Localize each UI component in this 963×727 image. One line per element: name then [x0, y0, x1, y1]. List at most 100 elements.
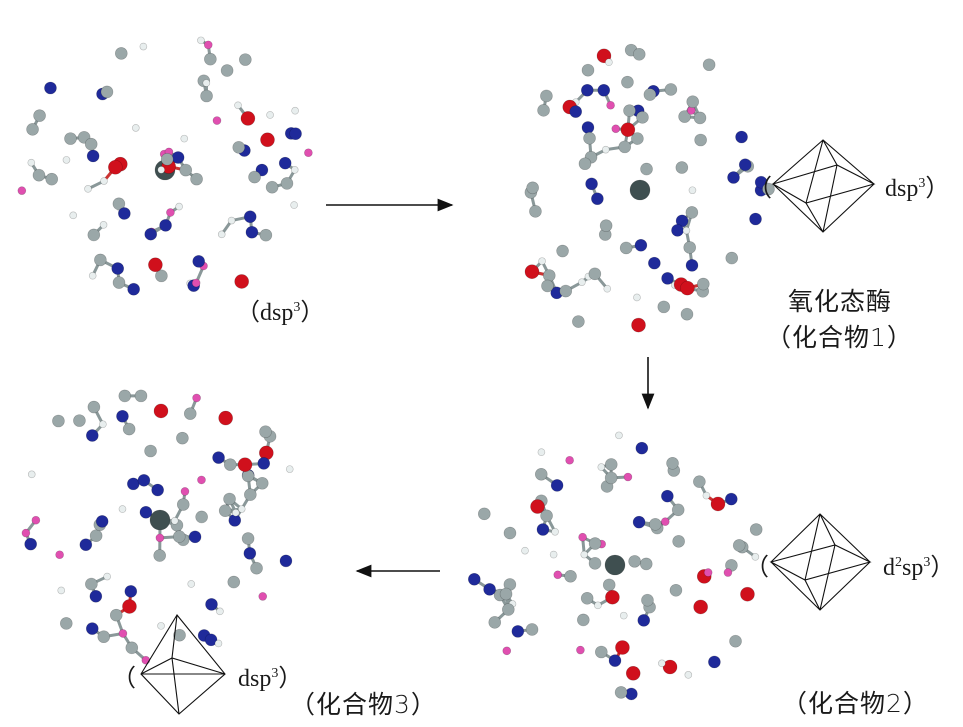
h_polar-atom [578, 532, 587, 542]
compound1-name: 氧化态酶 [788, 287, 893, 316]
nitrogen-atom [634, 238, 648, 252]
oxygen-atom [740, 586, 755, 602]
carbon-atom [94, 253, 107, 267]
carbon-atom [762, 182, 775, 196]
hydrogen-atom [684, 671, 693, 679]
nitrogen-atom [727, 171, 740, 184]
hydrogen-atom [27, 470, 36, 479]
oxygen-atom [122, 599, 137, 614]
nitrogen-atom [257, 457, 271, 470]
h_polar-atom [118, 629, 128, 638]
nitrogen-atom [635, 441, 649, 455]
nitrogen-atom [569, 105, 583, 118]
h_polar-atom [502, 646, 512, 656]
hydrogen-atom [266, 111, 274, 119]
molecule-compound1 [524, 43, 775, 333]
hydrogen-atom [538, 257, 546, 265]
oxygen-atom [615, 640, 630, 655]
nitrogen-atom [116, 409, 129, 423]
h_polar-atom [192, 393, 201, 403]
carbon-atom [220, 64, 234, 77]
carbon-atom [621, 75, 634, 89]
carbon-atom [248, 170, 261, 184]
octahedron-icon [769, 513, 872, 611]
carbon-atom [525, 623, 539, 636]
hydrogen-atom [290, 166, 299, 174]
carbon-atom [578, 157, 592, 171]
carbon-atom [588, 557, 602, 570]
carbon-atom [643, 88, 657, 101]
nitrogen-atom [581, 121, 595, 134]
carbon-atom [85, 577, 98, 591]
hydrogen-atom [118, 505, 127, 513]
carbon-atom [683, 241, 697, 254]
nitrogen-atom [671, 224, 684, 237]
hydrogen-atom [234, 101, 242, 110]
nitrogen-atom [685, 259, 699, 272]
hydrogen-atom [99, 420, 107, 429]
nitrogen-atom [85, 622, 99, 635]
octahedron-icon [771, 139, 876, 233]
carbon-atom [540, 89, 553, 103]
hydrogen-atom [603, 284, 612, 293]
hydrogen-atom [751, 553, 760, 561]
hydrogen-atom [132, 124, 140, 132]
paren-open: （ [112, 666, 136, 692]
hydrogen-atom [216, 607, 224, 616]
carbon-atom [59, 617, 73, 630]
compound2-label: （化合物2） [782, 689, 929, 718]
h_polar-atom [703, 568, 713, 577]
nitrogen-atom [591, 192, 604, 206]
hydrogen-atom [601, 145, 610, 154]
nitrogen-atom [171, 151, 185, 164]
nitrogen-atom [243, 547, 257, 560]
nitrogen-atom [536, 523, 550, 536]
h_polar-atom [565, 455, 574, 465]
carbon-atom [631, 132, 644, 145]
hydrogen-atom [597, 463, 606, 471]
nitrogen-atom [79, 538, 93, 551]
carbon-atom [693, 111, 707, 125]
oxygen-atom [218, 410, 233, 426]
carbon-atom [477, 507, 491, 521]
carbon-atom [583, 131, 596, 145]
carbon-atom [672, 535, 685, 548]
hydrogen-atom [139, 42, 148, 51]
carbon-atom [559, 284, 573, 298]
carbon-atom [241, 532, 255, 545]
carbon-atom [641, 593, 654, 607]
carbon-atom [255, 476, 269, 490]
nitrogen-atom [124, 585, 138, 598]
carbon-atom [218, 504, 232, 518]
carbon-atom [542, 269, 556, 282]
h_polar-atom [576, 645, 585, 655]
carbon-atom [685, 206, 699, 219]
paren-open: （ [745, 555, 769, 581]
oxygen-atom [693, 599, 708, 615]
carbon-atom [87, 400, 101, 414]
carbon-atom [636, 111, 649, 124]
nitrogen-atom [151, 483, 164, 497]
carbon-atom [556, 244, 569, 258]
carbon-atom [540, 509, 553, 523]
nitrogen-atom [467, 572, 481, 586]
hydrogen-atom [217, 230, 226, 239]
carbon-atom [250, 561, 263, 575]
oxygen-atom [625, 665, 641, 681]
metal-atom [149, 509, 171, 531]
hydrogen-atom [187, 580, 196, 588]
hydrogen-atom [682, 226, 691, 235]
nitrogen-atom [608, 654, 622, 667]
nitrogen-atom [188, 530, 202, 544]
oxygen-atom [530, 499, 545, 514]
nitrogen-atom [118, 207, 131, 220]
carbon-atom [580, 591, 594, 605]
carbon-atom [604, 458, 618, 471]
carbon-atom [125, 641, 139, 655]
carbon-atom [227, 575, 241, 589]
compound3-label: （化合物3） [290, 690, 437, 719]
nitrogen-atom [127, 477, 140, 491]
hydrogen-atom [157, 166, 166, 174]
nitrogen-atom [205, 598, 218, 611]
h_polar-atom [611, 124, 621, 134]
